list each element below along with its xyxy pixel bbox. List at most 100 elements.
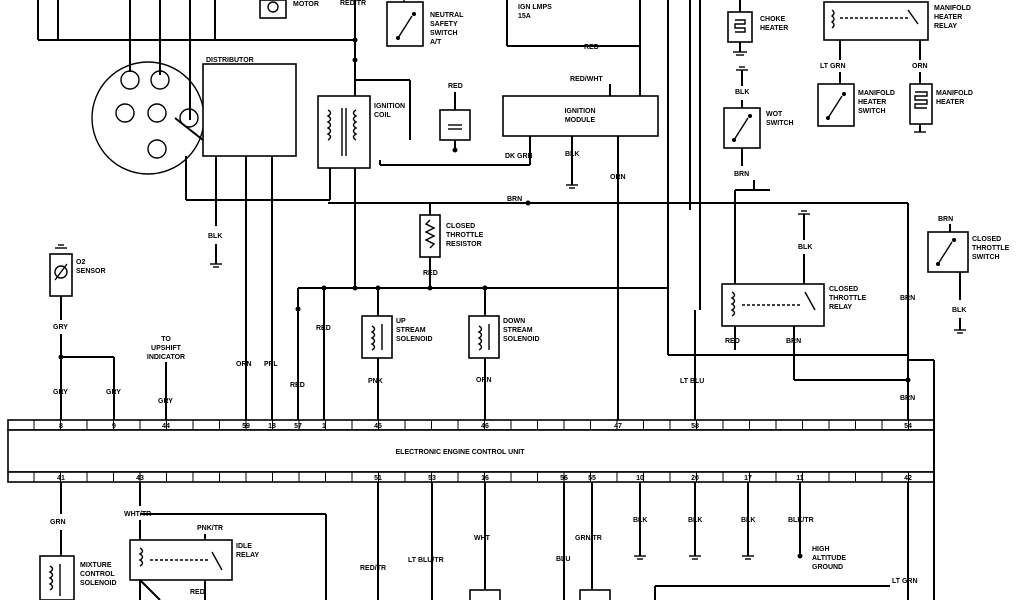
pin-top-44: 44 — [162, 423, 170, 430]
motor: MOTOR — [259, 0, 319, 19]
distributor-label: DISTRIBUTOR — [206, 57, 254, 64]
pin-top-58: 58 — [691, 423, 699, 430]
wire-brn-relay: BRN — [786, 338, 801, 345]
ctr-l1: CLOSED — [446, 223, 475, 230]
wire-red-resistor: RED — [423, 270, 438, 277]
mhs-l3: SWITCH — [858, 108, 886, 115]
wire-blk-dist: BLK — [208, 233, 222, 240]
cts-l1: CLOSED — [972, 236, 1001, 243]
wire-brn-cts: BRN — [938, 216, 953, 223]
ctrelay-l1: CLOSED — [829, 286, 858, 293]
ignition-module: RED/WHT IGNITION MODULE DK GRN BLK ORN — [379, 76, 659, 420]
nss-l1: NEUTRAL — [430, 12, 464, 19]
pin-bot-16: 16 — [481, 475, 489, 482]
manifold-heater: ORN MANIFOLD HEATER — [909, 63, 973, 133]
wire-red-1: RED — [316, 325, 331, 332]
pin-top-8: 8 — [59, 423, 63, 430]
mh-l1: MANIFOLD — [936, 90, 973, 97]
wire-wht-tr: WHT/TR — [124, 511, 151, 518]
closed-throttle-switch: BRN CLOSED THROTTLE SWITCH BLK — [927, 216, 1010, 334]
manifold-heater-switch: LT GRN MANIFOLD HEATER SWITCH — [817, 63, 895, 127]
ecu-top-pin-row — [33, 420, 909, 430]
mix-l1: MIXTURE — [80, 562, 112, 569]
upshift-indicator: TO UPSHIFT INDICATOR GRY — [147, 336, 185, 420]
pin-bot-42: 42 — [904, 475, 912, 482]
upshift-l2: UPSHIFT — [151, 345, 182, 352]
wire-lt-grn: LT GRN — [820, 63, 846, 70]
wire-blk-relay: BLK — [798, 244, 812, 251]
wire-blk-tr: BLK/TR — [788, 517, 814, 524]
coil-l2: COIL — [374, 112, 391, 119]
wire-blk-cts: BLK — [952, 307, 966, 314]
wire-lt-blu-tr: LT BLU/TR — [408, 557, 444, 564]
ign-lamps-fuse: IGN LMPS 15A RED — [506, 0, 701, 355]
ign-lmps-l1: IGN LMPS — [518, 4, 552, 11]
down-l1: DOWN — [503, 318, 525, 325]
wire-red-57: RED — [290, 382, 305, 389]
choke-l2: HEATER — [760, 25, 788, 32]
mix-l3: SOLENOID — [80, 580, 117, 587]
brn-bus: BRN — [328, 196, 909, 420]
idle-l1: IDLE — [236, 543, 252, 550]
pin-top-9: 9 — [112, 423, 116, 430]
mhs-l2: HEATER — [858, 99, 886, 106]
wire-orn-module: ORN — [610, 174, 626, 181]
mhs-l1: MANIFOLD — [858, 90, 895, 97]
up-l1: UP — [396, 318, 406, 325]
wire-ppl-18: PPL — [264, 361, 278, 368]
down-l3: SOLENOID — [503, 336, 540, 343]
wire-brn-54: BRN — [900, 395, 915, 402]
wire-brn-right: BRN — [900, 295, 915, 302]
choke-l1: CHOKE — [760, 16, 786, 23]
wire-blk-module: BLK — [565, 151, 579, 158]
ignition-coil: IGNITION COIL — [317, 79, 411, 169]
down-l2: STREAM — [503, 327, 533, 334]
wire-lt-blu: LT BLU — [680, 378, 704, 385]
nss-l3: SWITCH — [430, 30, 458, 37]
manifold-heater-relay: MANIFOLD HEATER RELAY — [823, 1, 971, 60]
wire-grn-41: GRN — [50, 519, 66, 526]
up-l2: STREAM — [396, 327, 426, 334]
choke-heater: CHOKE HEATER — [727, 0, 788, 56]
wire-red-idle: RED — [190, 589, 205, 596]
nss-l4: A/T — [430, 39, 442, 46]
pin-bot-20: 20 — [691, 475, 699, 482]
wot-l1: WOT — [766, 111, 783, 118]
wire-pnk: PNK — [368, 378, 383, 385]
o2-l2: SENSOR — [76, 268, 106, 275]
pin-top-54: 54 — [904, 423, 912, 430]
pin-bot-11: 11 — [796, 475, 804, 482]
wire-orn-mh: ORN — [912, 63, 928, 70]
capacitor: RED — [439, 83, 471, 153]
wire-blk-wot: BLK — [735, 89, 749, 96]
wire-orn-59: ORN — [236, 361, 252, 368]
ha-l1: HIGH — [812, 546, 830, 553]
pin-bot-56: 56 — [560, 475, 568, 482]
wire-brn-wot: BRN — [734, 171, 749, 178]
module-l1: IGNITION — [564, 108, 595, 115]
pin-bot-10: 10 — [636, 475, 644, 482]
ctrelay-l2: THROTTLE — [829, 295, 867, 302]
wire-blu-56: BLU — [556, 556, 570, 563]
closed-throttle-relay: BLK CLOSED THROTTLE RELAY RED BRN — [721, 210, 911, 383]
wire-gry-44: GRY — [158, 398, 173, 405]
wire-red-wht: RED/WHT — [570, 76, 603, 83]
pin-top-59: 59 — [242, 423, 250, 430]
ha-l2: ALTITUDE — [812, 555, 846, 562]
nss-l2: SAFETY — [430, 21, 458, 28]
ecu: ELECTRONIC ENGINE CONTROL UNIT — [7, 419, 935, 483]
pin-bot-53: 53 — [428, 475, 436, 482]
mix-l2: CONTROL — [80, 571, 115, 578]
idle-l2: RELAY — [236, 552, 259, 559]
upshift-l1: TO — [161, 336, 171, 343]
pin-top-57: 57 — [294, 423, 302, 430]
ecu-bottom-pin-row — [33, 472, 909, 482]
lower-pin-wires: RED/TR LT BLU/TR WHT BLU GRN/TR BLK BLK … — [360, 359, 935, 600]
wire-wht-16: WHT — [474, 535, 491, 542]
wire-gry-8: GRY — [53, 389, 68, 396]
idle-relay: WHT/TR PNK/TR IDLE RELAY RED — [124, 482, 327, 600]
wire-blk-17: BLK — [741, 517, 755, 524]
closed-throttle-resistor: CLOSED THROTTLE RESISTOR RED — [419, 203, 484, 288]
